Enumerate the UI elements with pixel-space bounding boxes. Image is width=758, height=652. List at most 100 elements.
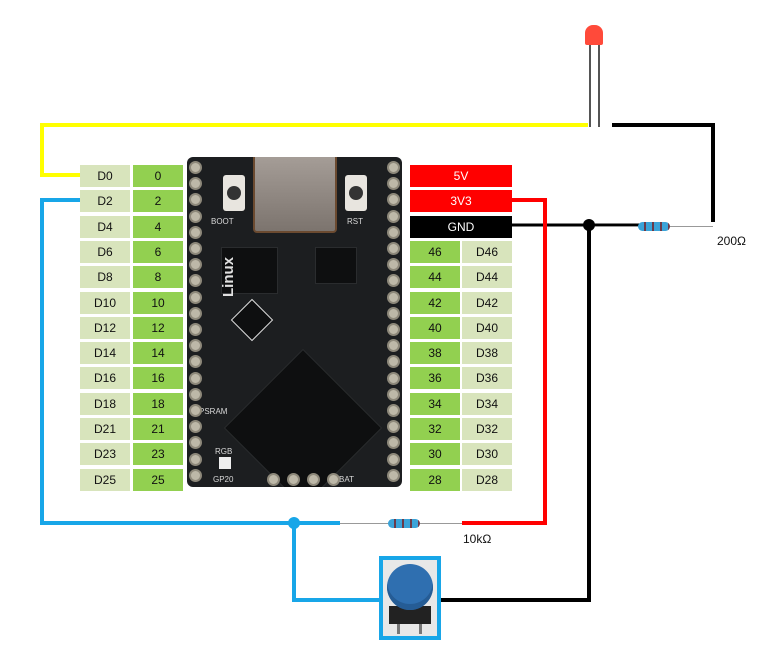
left-pin-name: D18: [80, 392, 130, 415]
chip-small: [315, 247, 357, 284]
left-pin-name: D4: [80, 215, 130, 238]
silk-boot: BOOT: [211, 217, 234, 226]
wire-led-signal: [40, 123, 588, 177]
pin-hole: [189, 420, 202, 434]
wire-3v3: [462, 198, 547, 525]
left-pin-name: D14: [80, 342, 130, 365]
silk-bat: BAT: [339, 475, 354, 484]
pin-hole: [387, 323, 400, 336]
left-pin-number: 8: [133, 266, 183, 289]
right-pin-name: D36: [462, 367, 512, 390]
pin-hole: [327, 473, 340, 486]
right-pin-number: 42: [410, 291, 460, 314]
pin-hole: [387, 161, 400, 174]
pin-hole: [387, 371, 400, 385]
push-button[interactable]: [379, 556, 441, 640]
pin-hole: [387, 404, 400, 417]
pin-hole: [267, 473, 280, 486]
left-pin-name: D21: [80, 418, 130, 440]
resistor-200-label: 200Ω: [717, 234, 746, 248]
right-pin-name: D40: [462, 316, 512, 339]
right-pin-name: D44: [462, 266, 512, 289]
left-pin-name: D6: [80, 240, 130, 263]
right-pin-name: D34: [462, 392, 512, 415]
left-pin-number: 4: [133, 215, 183, 238]
silk-rst: RST: [347, 217, 363, 226]
pin-hole: [387, 177, 400, 191]
resistor-10k-label: 10kΩ: [463, 532, 492, 546]
left-pin-number: 0: [133, 165, 183, 187]
led-head: [585, 25, 603, 45]
silk-rgb: RGB: [215, 447, 233, 456]
right-pin-name: D46: [462, 240, 512, 263]
pin-hole: [189, 468, 202, 482]
right-pin-number: 46: [410, 240, 460, 263]
pin-hole: [387, 339, 400, 353]
pin-hole: [387, 290, 400, 304]
left-pin-number: 2: [133, 190, 183, 213]
reset-button[interactable]: [345, 175, 367, 211]
silk-gp20: GP20: [213, 475, 234, 484]
left-pin-number: 10: [133, 291, 183, 314]
pin-hole: [387, 274, 400, 288]
pin-hole: [189, 387, 202, 401]
wire-button-signal: [40, 198, 340, 525]
left-pin-name: D10: [80, 291, 130, 314]
left-pin-number: 21: [133, 418, 183, 440]
pin-hole: [387, 468, 400, 482]
right-pin-name: D30: [462, 443, 512, 466]
right-pin-number: 40: [410, 316, 460, 339]
pin-hole: [189, 339, 202, 353]
right-pin-number: 28: [410, 468, 460, 491]
right-pin-number: 34: [410, 392, 460, 415]
right-pin-name: D42: [462, 291, 512, 314]
right-pin-number: 36: [410, 367, 460, 390]
pin-hole: [189, 436, 202, 450]
right-pin-number: 30: [410, 443, 460, 466]
chip-soc: [223, 348, 383, 487]
pin-hole: [189, 323, 202, 336]
pin-hole: [189, 371, 202, 385]
rgb-led: [219, 457, 231, 469]
right-pin-number: 32: [410, 418, 460, 440]
chip-regulator: [221, 247, 278, 294]
left-pin-number: 12: [133, 316, 183, 339]
pin-hole: [189, 193, 202, 207]
pin-hole: [189, 290, 202, 304]
right-pin-name: D28: [462, 468, 512, 491]
chip-flash: [230, 298, 274, 342]
pin-hole: [387, 436, 400, 450]
left-pin-name: D23: [80, 443, 130, 466]
power-pin-5v: 5V: [410, 165, 512, 187]
left-pin-name: D2: [80, 190, 130, 213]
right-pin-number: 38: [410, 342, 460, 365]
left-pin-number: 16: [133, 367, 183, 390]
left-pin-name: D0: [80, 165, 130, 187]
pin-hole: [189, 209, 202, 223]
led-leg-anode: [589, 45, 591, 127]
junction-gnd: [583, 219, 595, 231]
pin-hole: [387, 306, 400, 320]
left-pin-number: 25: [133, 468, 183, 491]
pin-hole: [307, 473, 320, 486]
right-pin-name: D32: [462, 418, 512, 440]
left-pin-name: D16: [80, 367, 130, 390]
pin-hole: [387, 209, 400, 223]
pin-hole: [387, 355, 400, 369]
right-pin-name: D38: [462, 342, 512, 365]
wire-led-ground: [612, 123, 715, 222]
left-pin-name: D8: [80, 266, 130, 289]
pin-hole: [189, 452, 202, 466]
power-pin-3v3: 3V3: [410, 190, 512, 213]
usb-c-connector: [253, 157, 337, 233]
right-pin-number: 44: [410, 266, 460, 289]
pin-hole: [387, 387, 400, 401]
pin-hole: [387, 452, 400, 466]
pin-hole: [189, 355, 202, 369]
left-pin-number: 18: [133, 392, 183, 415]
boot-button[interactable]: [223, 175, 245, 211]
pin-hole: [387, 420, 400, 434]
left-pin-number: 23: [133, 443, 183, 466]
pin-hole: [189, 161, 202, 174]
junction-button: [288, 517, 300, 529]
